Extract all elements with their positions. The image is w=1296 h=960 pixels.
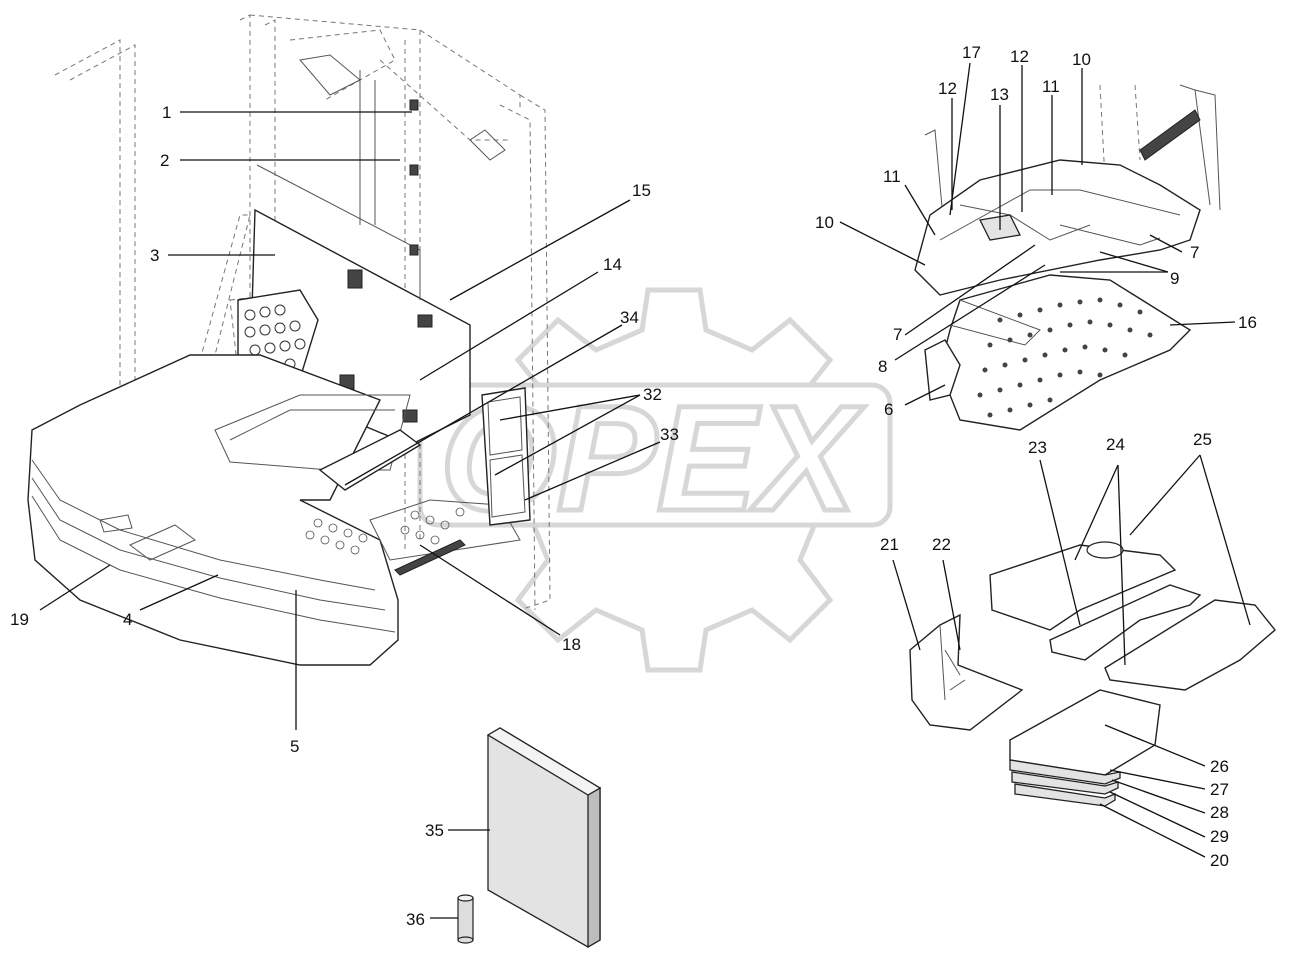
side-window <box>481 387 531 526</box>
callout-11-left: 11 <box>883 167 901 186</box>
callout-32: 32 <box>643 385 662 404</box>
callout-17: 17 <box>962 43 981 62</box>
floor-tray <box>27 354 521 666</box>
callout-26: 26 <box>1210 757 1229 776</box>
callout-9: 9 <box>1170 269 1179 288</box>
callout-10-left: 10 <box>815 213 834 232</box>
callout-19: 19 <box>10 610 29 629</box>
callout-7-left: 7 <box>893 325 902 344</box>
callout-35: 35 <box>425 821 444 840</box>
callout-4: 4 <box>123 610 132 629</box>
callout-28: 28 <box>1210 803 1229 822</box>
callout-36: 36 <box>406 910 425 929</box>
callout-15: 15 <box>632 181 651 200</box>
callout-34: 34 <box>620 308 639 327</box>
callout-5: 5 <box>290 737 299 756</box>
callout-12-top: 12 <box>1010 47 1029 66</box>
callout-10-top: 10 <box>1072 50 1091 69</box>
callout-27: 27 <box>1210 780 1229 799</box>
foam-block <box>486 727 602 949</box>
callout-25: 25 <box>1193 430 1212 449</box>
callout-8: 8 <box>878 357 887 376</box>
callout-13: 13 <box>990 85 1009 104</box>
floor-mat-23-24-25 <box>989 541 1276 691</box>
callout-18: 18 <box>562 635 581 654</box>
side-mat-21-22 <box>909 613 1024 731</box>
callout-20: 20 <box>1210 851 1229 870</box>
cylinder-part <box>457 894 474 944</box>
callout-12-left: 12 <box>938 79 957 98</box>
callout-21: 21 <box>880 535 899 554</box>
callout-1: 1 <box>162 103 171 122</box>
callout-33: 33 <box>660 425 679 444</box>
callout-labels: 1 2 3 15 14 34 32 33 19 4 5 18 17 12 12 … <box>10 43 1257 929</box>
callout-23: 23 <box>1028 438 1047 457</box>
callout-6: 6 <box>884 400 893 419</box>
floor-mat-assembly <box>914 84 1221 431</box>
leader-lines <box>39 62 1251 919</box>
callout-3: 3 <box>150 246 159 265</box>
callout-29: 29 <box>1210 827 1229 846</box>
callout-24: 24 <box>1106 435 1125 454</box>
callout-16: 16 <box>1238 313 1257 332</box>
callout-14: 14 <box>603 255 622 274</box>
callout-11-top: 11 <box>1042 77 1060 96</box>
callout-22: 22 <box>932 535 951 554</box>
callout-2: 2 <box>160 151 169 170</box>
callout-7-right: 7 <box>1190 243 1199 262</box>
